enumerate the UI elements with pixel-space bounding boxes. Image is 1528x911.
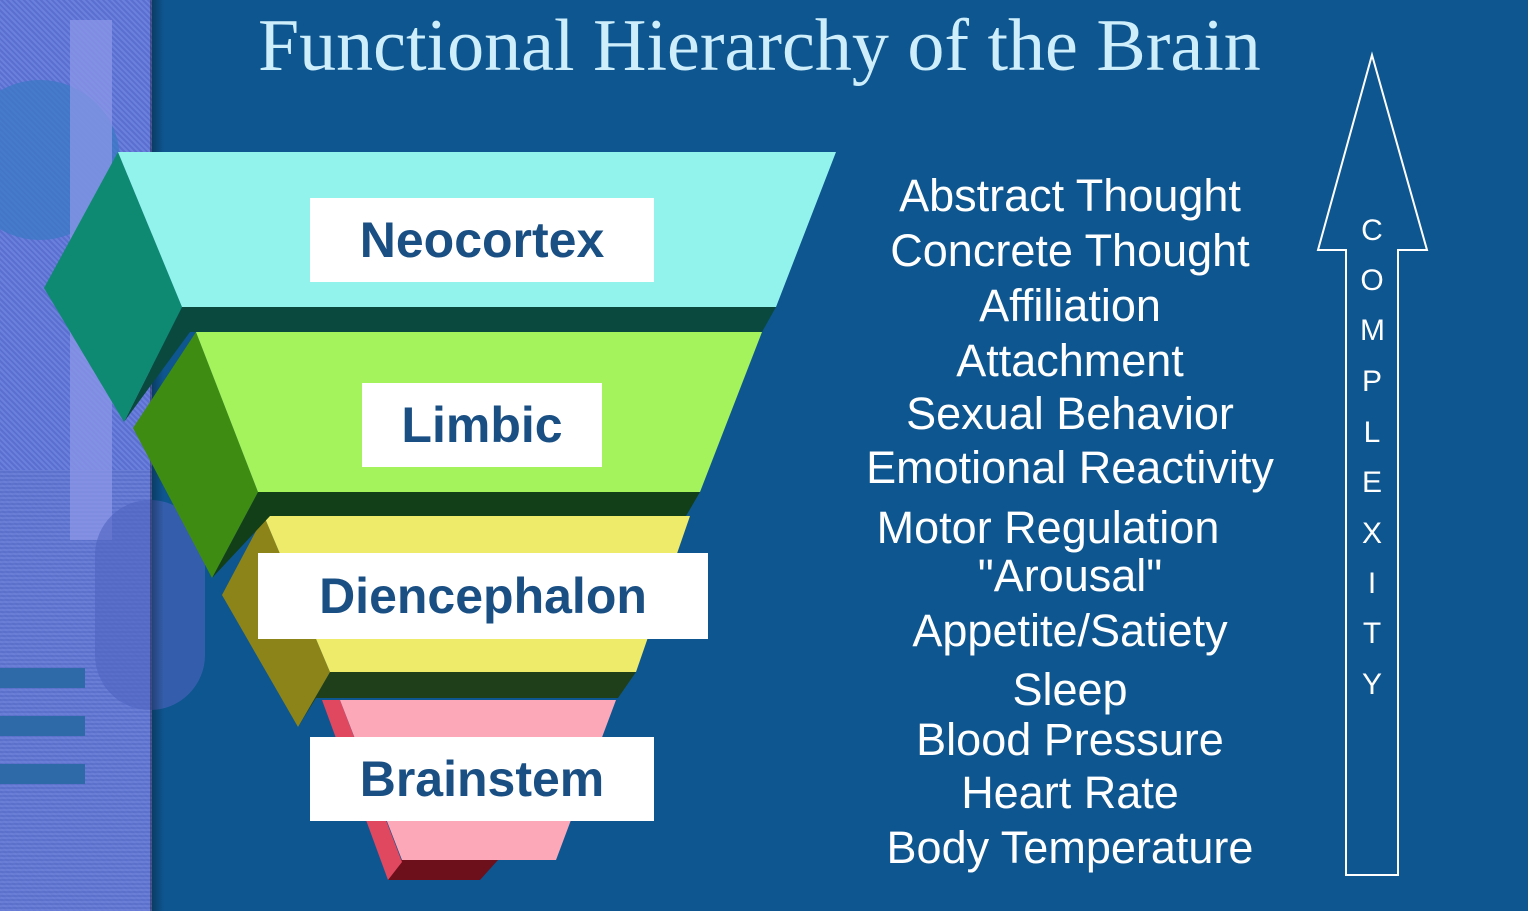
diencephalon-bottom-face bbox=[298, 672, 636, 727]
complexity-letter: M bbox=[1360, 314, 1385, 347]
function-item: Attachment bbox=[956, 335, 1184, 386]
complexity-letter: I bbox=[1367, 567, 1377, 600]
limbic-label: Limbic bbox=[362, 383, 602, 467]
brainstem-bottom-face bbox=[388, 860, 498, 880]
slide-title: Functional Hierarchy of the Brain bbox=[258, 5, 1261, 87]
diencephalon-label: Diencephalon bbox=[258, 553, 708, 639]
complexity-letter: O bbox=[1360, 264, 1384, 297]
decorative-bar bbox=[0, 716, 85, 736]
complexity-letter: X bbox=[1361, 517, 1382, 550]
function-item: Motor Regulation bbox=[876, 502, 1220, 553]
function-item: Abstract Thought bbox=[899, 170, 1241, 221]
limbic-side-face bbox=[133, 332, 258, 578]
arrow-outline bbox=[1316, 51, 1429, 876]
decorative-bar bbox=[0, 764, 85, 784]
decorative-half-circle bbox=[95, 500, 205, 710]
limbic-bottom-face bbox=[212, 492, 700, 578]
complexity-letter: Y bbox=[1361, 668, 1382, 701]
pyramid-layer-limbic bbox=[133, 332, 762, 578]
function-item: Body Temperature bbox=[886, 822, 1254, 873]
neocortex-bottom-face bbox=[124, 307, 776, 422]
complexity-letter: P bbox=[1361, 365, 1382, 398]
function-item: Affiliation bbox=[979, 280, 1161, 331]
complexity-letter: E bbox=[1361, 466, 1382, 499]
complexity-letter: L bbox=[1363, 416, 1381, 449]
neocortex-label: Neocortex bbox=[310, 198, 654, 282]
decorative-bar bbox=[0, 668, 85, 688]
complexity-letter: T bbox=[1362, 617, 1382, 650]
brainstem-label: Brainstem bbox=[310, 737, 654, 821]
function-item: "Arousal" bbox=[977, 550, 1163, 601]
function-item: Appetite/Satiety bbox=[912, 605, 1228, 656]
function-item: Concrete Thought bbox=[890, 225, 1250, 276]
neocortex-side-face bbox=[44, 152, 182, 422]
function-item: Sexual Behavior bbox=[906, 388, 1234, 439]
function-item: Blood Pressure bbox=[916, 714, 1224, 765]
function-item: Sleep bbox=[1012, 664, 1128, 715]
decorative-left-strip bbox=[0, 0, 205, 911]
function-item: Heart Rate bbox=[961, 767, 1179, 818]
complexity-letter: C bbox=[1361, 214, 1383, 247]
function-item: Emotional Reactivity bbox=[866, 442, 1274, 493]
